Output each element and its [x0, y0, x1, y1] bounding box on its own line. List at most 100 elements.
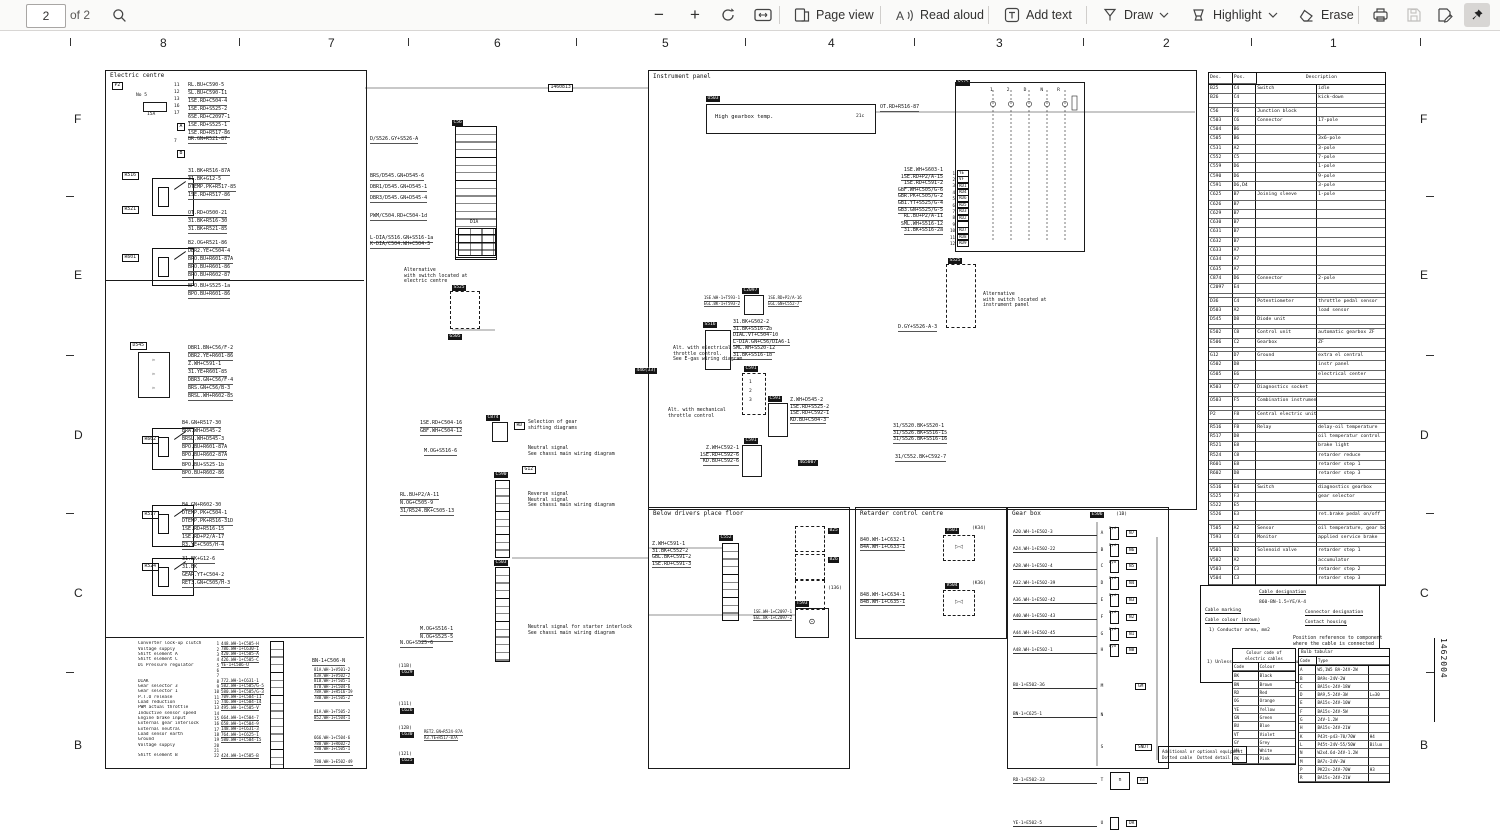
- component-tag-o503: O503: [706, 96, 721, 102]
- cell-pos: E4: [1232, 483, 1257, 493]
- component-table-row: S522 E5: [1209, 502, 1385, 512]
- cell-description: 7-pole: [1317, 154, 1385, 164]
- grid-col-6: 6: [494, 36, 501, 50]
- cell-component: Control unit: [1256, 329, 1318, 339]
- wire-label: 772.WH-1+C631-1: [221, 678, 259, 685]
- signal-name: P.T.O release: [138, 694, 173, 700]
- bulb-row: K P43t-p43-70/70W H4: [1299, 732, 1389, 741]
- component-table-row: [1209, 520, 1385, 525]
- wire-label: RL.BU+C590-5: [188, 82, 225, 90]
- component-table-row: C552 C5 7-pole: [1209, 154, 1385, 164]
- wire-label: 786.WH-1+C630-1: [221, 646, 259, 653]
- svg-text:A: A: [896, 9, 904, 23]
- o503-text: High gearbox temp.: [715, 114, 774, 120]
- wire-label: 84A.WH-1+C633-1: [860, 543, 906, 552]
- grid-col-4: 4: [828, 36, 835, 50]
- cell-pos: C8: [1232, 451, 1257, 461]
- wire-label: GB1.YT+S525/G-4: [897, 199, 943, 208]
- pin-number: 21: [214, 748, 219, 754]
- cell-component: [1256, 265, 1318, 275]
- wire-label: 709.WH-1+C504-11: [221, 694, 262, 701]
- gearbox-row: A44.WH-1+E502-45 G Dyd N1: [1013, 626, 1138, 643]
- cell-component: [1256, 348, 1318, 353]
- fuse-symbol: [143, 102, 167, 112]
- cell-component: [1256, 451, 1318, 461]
- erase-button[interactable]: Erase: [1294, 3, 1358, 27]
- cell-component: [1256, 284, 1318, 294]
- cell-description: [1317, 256, 1385, 266]
- valve-tag: N5: [1126, 563, 1138, 571]
- pin-number: 2: [952, 177, 955, 183]
- gearbox-row-t: RD-1+E502-33 T n nT: [1013, 771, 1163, 790]
- solenoid-symbol: [1110, 560, 1119, 574]
- bulb-row: E BA15s-24V-10W: [1299, 699, 1389, 708]
- cell-description: [1317, 325, 1385, 330]
- cell-pos: C4: [1232, 534, 1257, 544]
- zoom-in-button[interactable]: +: [690, 5, 700, 24]
- add-text-button[interactable]: Add text: [1000, 3, 1076, 27]
- cell-component: [1256, 228, 1318, 238]
- colour-code-title: Colour code of electric cables: [1233, 649, 1295, 664]
- pin-toolbar-button[interactable]: [1464, 3, 1490, 27]
- wire-label: A28.WH-1+E502-4: [1013, 564, 1097, 570]
- cell-component: [1256, 94, 1318, 104]
- cell-type: BA15s-24V-18W: [1316, 682, 1369, 692]
- gearbox-row: A28.WH-1+E502-4 C Dyd N5: [1013, 559, 1138, 576]
- wire-label: 81A.WH-1+T505-2: [314, 709, 351, 716]
- cell-des: D503: [1209, 306, 1233, 317]
- v504-valve: ▷◁: [943, 590, 975, 616]
- erase-icon: [1299, 9, 1313, 22]
- page-view-button[interactable]: Page view: [790, 3, 878, 27]
- rotate-icon[interactable]: [716, 3, 740, 27]
- cell-colour: White: [1258, 747, 1295, 756]
- cell-des: R521: [1209, 442, 1233, 452]
- save-as-icon[interactable]: [1433, 3, 1458, 27]
- highlight-button[interactable]: Highlight: [1186, 3, 1282, 27]
- cell-pos: [1232, 419, 1257, 424]
- pin-letter: E: [1100, 598, 1104, 604]
- pin-number: 11: [949, 234, 955, 240]
- pin-number-7: 7: [174, 139, 177, 144]
- colour-code-row: GN Green: [1233, 713, 1295, 723]
- colour-code-row: BN Brown: [1233, 680, 1295, 690]
- cell-pos: B7: [1232, 219, 1257, 229]
- cell-description: [1317, 397, 1385, 407]
- gearbox-row: A48.WH-1+E502-1 H Dyd N8: [1013, 643, 1138, 660]
- zoom-out-button[interactable]: −: [654, 5, 664, 24]
- signal-name: Voltage supply: [138, 646, 176, 652]
- header-des: Des.: [1209, 73, 1233, 84]
- cell-des: T505: [1209, 524, 1233, 535]
- separator: [779, 6, 780, 24]
- component-table-row: C505 B6 3x6-pole: [1209, 135, 1385, 145]
- component-table-row: C635 A7: [1209, 265, 1385, 275]
- draw-button[interactable]: Draw: [1098, 3, 1173, 27]
- wire-label: 1SE.RD+C591-2: [903, 180, 943, 188]
- search-icon[interactable]: [108, 3, 131, 27]
- bulb-row: G 24V-1.2W: [1299, 716, 1389, 725]
- fit-to-width-icon[interactable]: [750, 3, 776, 27]
- add-text-label: Add text: [1026, 8, 1072, 22]
- cell-pos: B7: [1232, 228, 1257, 238]
- cell-description: load sensor: [1317, 307, 1385, 317]
- page-number-input[interactable]: [26, 4, 66, 28]
- wire-label: M.OG+S516-1: [420, 626, 454, 634]
- cell-des: G12: [1209, 352, 1233, 362]
- read-aloud-button[interactable]: A Read aloud: [892, 3, 988, 27]
- pin-number: 17: [174, 111, 180, 116]
- solenoid-symbol: [1110, 594, 1119, 608]
- cell-code: VT: [1233, 730, 1259, 739]
- wire-label: BPO.BU+R601-87A: [182, 444, 228, 452]
- solenoid-code: Dyd: [1109, 592, 1116, 598]
- ec-wire-br: BR.GN+R521-87: [188, 136, 228, 144]
- signal-name: Converter lock-up clutch: [138, 641, 202, 647]
- cell-description: [1317, 104, 1385, 108]
- print-icon[interactable]: [1368, 3, 1393, 27]
- pin-number: 6: [952, 202, 955, 208]
- wire-label: 580.WH-1+C505/G-3: [221, 688, 264, 695]
- component-table-row: C630 B7: [1209, 219, 1385, 229]
- wire-label: BPO.BU+R601-86: [188, 291, 231, 299]
- cell-component: [1256, 247, 1318, 257]
